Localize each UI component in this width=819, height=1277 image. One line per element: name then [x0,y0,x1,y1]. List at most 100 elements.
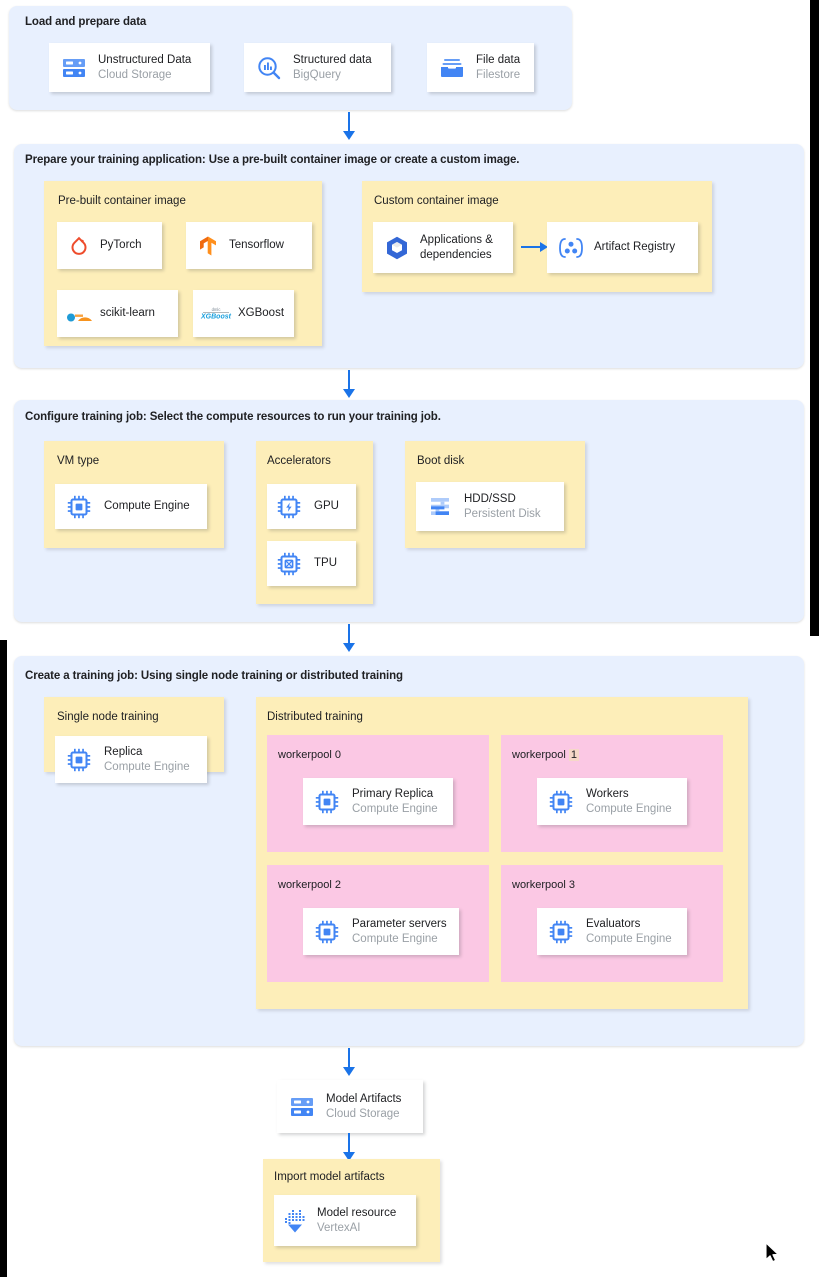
card-artifact-registry[interactable]: Artifact Registry [547,222,698,273]
connector-load-to-prepare [348,112,350,133]
card-xgboost[interactable]: dmlc XGBoost XGBoost [193,290,294,337]
card-subtitle: Cloud Storage [98,68,172,81]
card-subtitle: Compute Engine [352,932,438,945]
card-tpu[interactable]: TPU [267,541,356,586]
pool-title-number: 3 [568,879,575,891]
card-title: Model resource [317,1207,397,1220]
group-title-accelerators: Accelerators [267,455,331,467]
connector-apps-to-registry [521,246,541,248]
card-title: GPU [314,500,339,513]
card-workers[interactable]: Workers Compute Engine [537,778,687,825]
connector-artifacts-to-import [348,1133,350,1154]
card-replica[interactable]: Replica Compute Engine [55,736,207,783]
card-applications-and-dependencies[interactable]: Applications & dependencies [373,222,513,273]
card-structured-data[interactable]: Structured data BigQuery [244,43,391,92]
card-scikit-learn[interactable]: scikit-learn [57,290,178,337]
card-subtitle: Compute Engine [586,932,672,945]
chip-icon [63,491,95,523]
card-title: Replica [104,746,143,759]
pool-title-number-highlighted: 1 [568,749,579,761]
card-evaluators[interactable]: Evaluators Compute Engine [537,908,687,955]
card-subtitle: VertexAI [317,1221,361,1234]
pool-title-prefix: workerpool [512,879,566,891]
card-gpu[interactable]: GPU [267,484,356,529]
card-title: Unstructured Data [98,54,192,67]
card-unstructured-data[interactable]: Unstructured Data Cloud Storage [49,43,210,92]
card-compute-engine-vm[interactable]: Compute Engine [55,484,207,529]
stage-title-load: Load and prepare data [25,16,147,28]
connector-configure-to-create [348,624,350,645]
connector-arrowhead [343,643,355,652]
pool-title-1: workerpool 1 [512,749,579,761]
chip-icon [311,786,343,818]
card-hdd-ssd[interactable]: HDD/SSD Persistent Disk [416,482,564,531]
card-model-resource[interactable]: Model resource VertexAI [274,1195,416,1246]
stage-title-prepare: Prepare your training application: Use a… [25,154,520,166]
card-subtitle: Filestore [476,68,521,81]
connector-arrowhead [343,1067,355,1076]
page-edge-bar-right [810,0,819,636]
page-edge-bar-left [0,640,7,1277]
card-title: TPU [314,557,337,570]
card-title: scikit-learn [100,307,155,320]
pool-title-prefix: workerpool [512,749,566,761]
cloud-storage-icon [57,51,91,85]
group-title-boot-disk: Boot disk [417,455,465,467]
card-file-data[interactable]: File data Filestore [427,43,534,92]
group-title-import: Import model artifacts [274,1171,385,1183]
card-pytorch[interactable]: PyTorch [57,222,162,269]
card-title: Primary Replica [352,788,434,801]
card-title: Compute Engine [104,500,190,513]
group-title-distributed: Distributed training [267,711,363,723]
card-model-artifacts[interactable]: Model Artifacts Cloud Storage [277,1080,423,1133]
connector-arrowhead [343,131,355,140]
group-title-vm-type: VM type [57,455,100,467]
card-title: PyTorch [100,239,142,252]
filestore-icon [435,51,469,85]
pool-title-3: workerpool 3 [512,879,575,891]
pool-title-number: 2 [334,879,341,891]
mouse-pointer-icon [765,1242,782,1270]
group-title-single-node: Single node training [57,711,159,723]
card-subtitle: Cloud Storage [326,1107,400,1120]
svg-text:dmlc: dmlc [212,307,221,312]
container-cube-icon [381,232,413,264]
persistent-disk-icon [424,491,456,523]
vertex-ai-icon [280,1205,310,1237]
connector-arrowhead [540,242,548,252]
card-subtitle: Compute Engine [586,802,672,815]
card-subtitle: Persistent Disk [464,507,541,520]
pool-title-0: workerpool 0 [278,749,341,761]
card-subtitle: Compute Engine [352,802,438,815]
card-title: HDD/SSD [464,493,516,506]
scikit-learn-icon [65,300,95,328]
svg-text:XGBoost: XGBoost [200,313,232,320]
tensorflow-icon [194,232,222,260]
card-title: Artifact Registry [594,241,676,254]
card-title: File data [476,54,521,67]
card-title: Model Artifacts [326,1093,402,1106]
group-title-pre-built: Pre-built container image [58,195,186,207]
connector-arrowhead [343,389,355,398]
pool-title-prefix: workerpool [278,749,332,761]
card-title: XGBoost [238,307,285,320]
chip-icon [545,916,577,948]
card-primary-replica[interactable]: Primary Replica Compute Engine [303,778,453,825]
card-parameter-servers[interactable]: Parameter servers Compute Engine [303,908,459,955]
card-title: Evaluators [586,918,641,931]
group-title-custom: Custom container image [374,195,499,207]
card-title: Workers [586,788,629,801]
chip-icon [311,916,343,948]
pool-title-2: workerpool 2 [278,879,341,891]
stage-title-create: Create a training job: Using single node… [25,670,403,682]
connector-prepare-to-configure [348,370,350,391]
card-subtitle: Compute Engine [104,760,190,773]
connector-arrowhead [343,1152,355,1161]
chip-icon [545,786,577,818]
gpu-chip-icon [273,491,305,523]
bigquery-icon [252,51,286,85]
connector-create-to-artifacts [348,1048,350,1069]
card-tensorflow[interactable]: Tensorflow [186,222,312,269]
xgboost-icon: dmlc XGBoost [199,300,233,328]
card-title: Structured data [293,54,372,67]
